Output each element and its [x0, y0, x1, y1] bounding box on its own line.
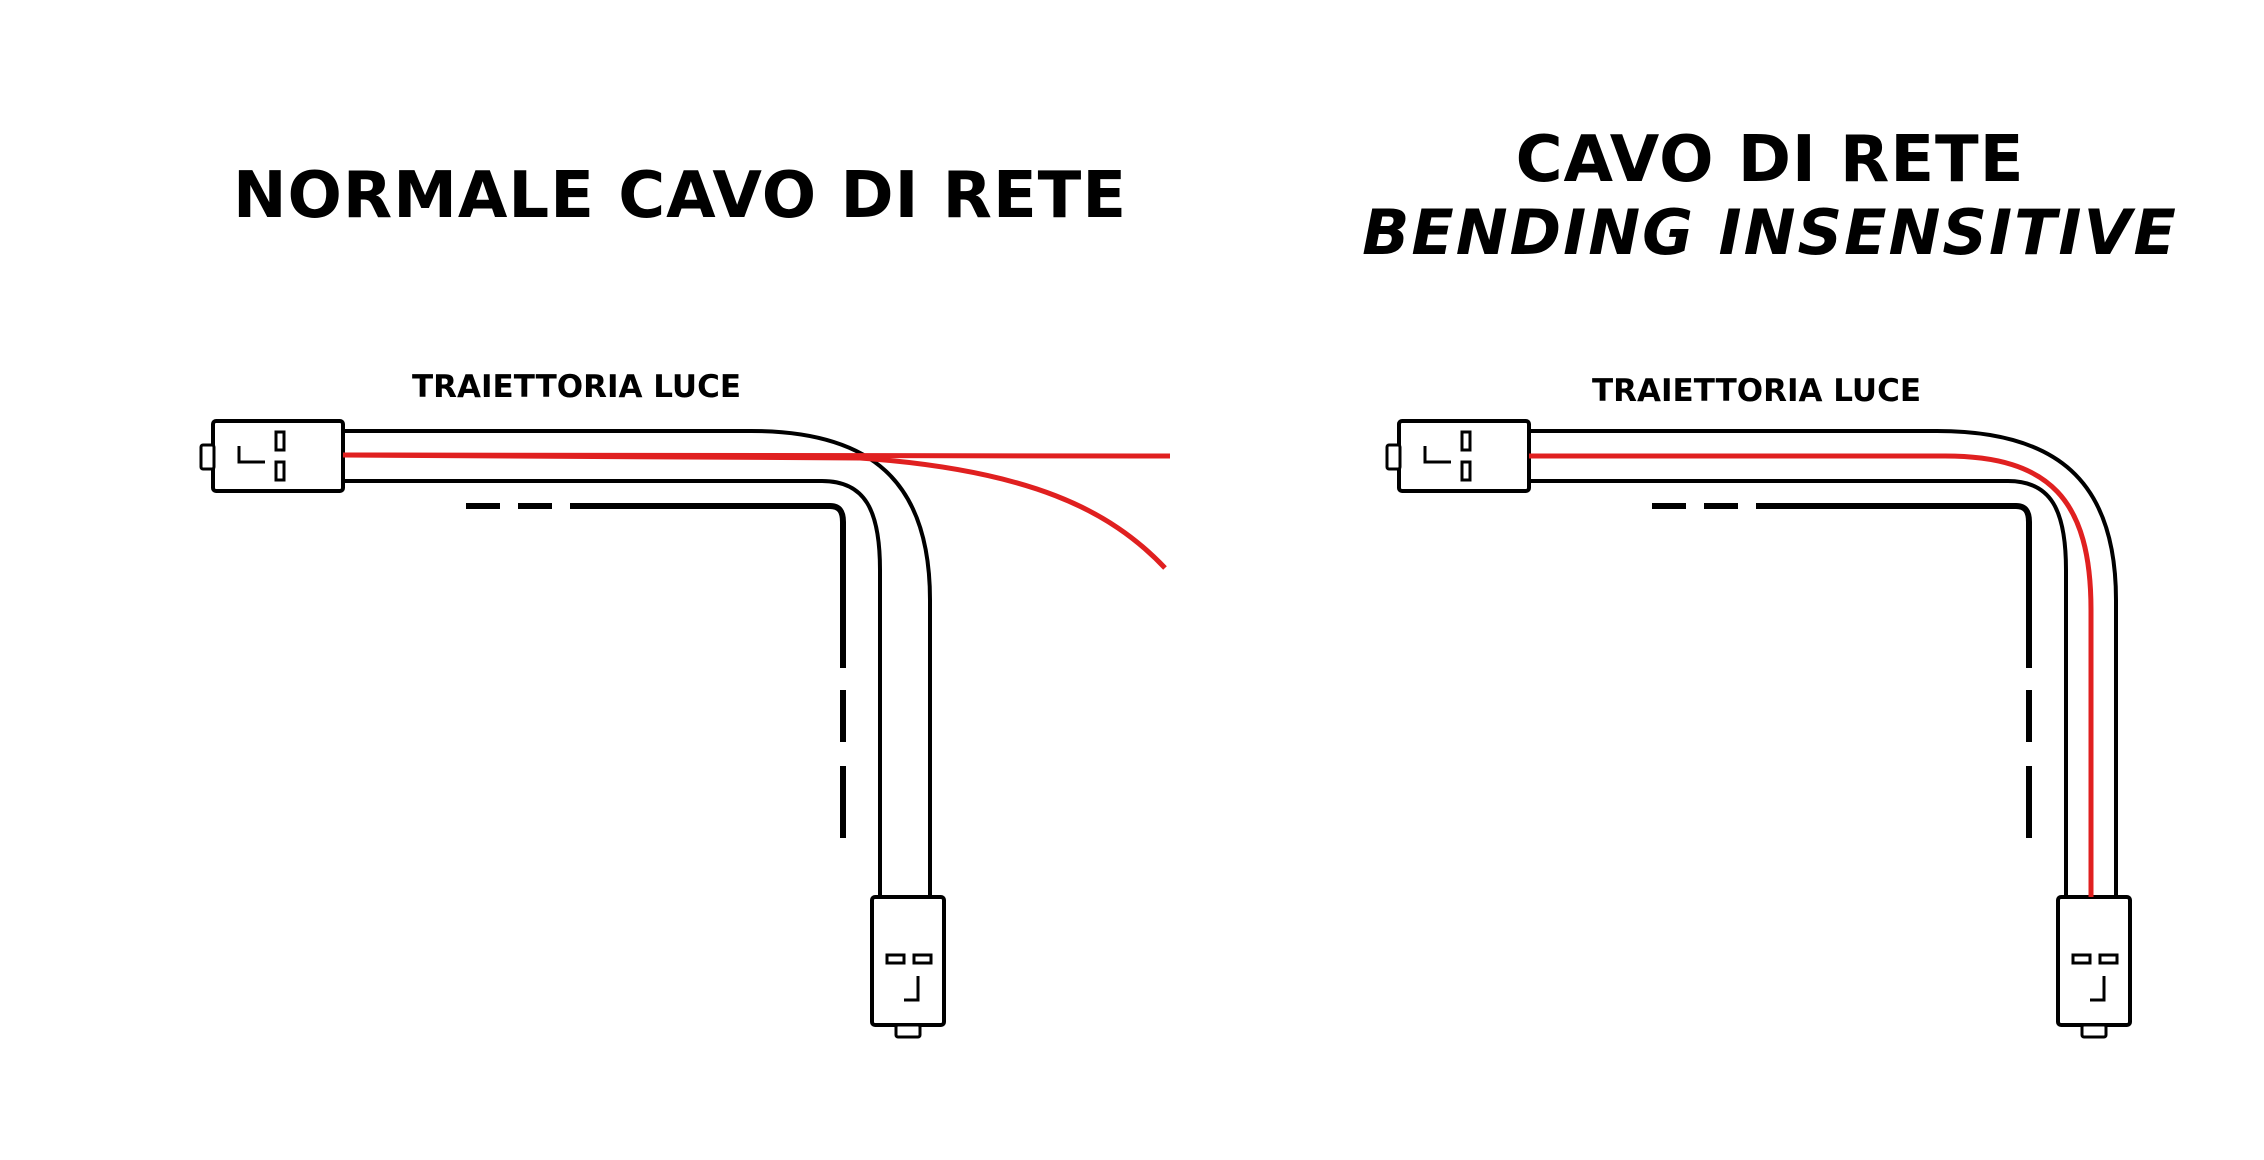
- left-panel-title: NORMALE CAVO DI RETE: [232, 159, 1128, 233]
- left-bottom-connector-tip: [894, 1023, 922, 1039]
- left-connector-pin-bottom: [274, 460, 286, 482]
- left-connector-pin-top: [274, 430, 286, 452]
- right-bottom-connector-pin-left: [2071, 953, 2092, 965]
- right-cable-inner-edge: [1527, 479, 2068, 895]
- right-bottom-connector-pin-right: [2098, 953, 2119, 965]
- right-dashed-guide-horizontal: [1652, 503, 2032, 668]
- left-bottom-connector-pin-right: [912, 953, 933, 965]
- left-light-path-label: TRAIETTORIA LUCE: [412, 369, 742, 405]
- right-connector-pin-bottom: [1460, 460, 1472, 482]
- left-cable-diagram: [199, 419, 946, 1039]
- right-light-path-guided: [1529, 453, 2094, 897]
- right-connector-contact-icon: [1423, 446, 1451, 464]
- right-panel-title-line2: BENDING INSENSITIVE: [1362, 196, 2178, 269]
- right-bottom-connector-contact-icon: [2090, 976, 2106, 1002]
- left-bottom-connector-contact-icon: [904, 976, 920, 1002]
- left-light-path-escaping: [342, 452, 1167, 570]
- right-light-path-label: TRAIETTORIA LUCE: [1592, 373, 1922, 409]
- left-connector-contact-icon: [237, 446, 265, 464]
- left-light-paths: [342, 452, 1171, 570]
- right-connector-tip: [1385, 443, 1402, 471]
- right-bottom-connector-plug: [2056, 895, 2132, 1027]
- left-cable-inner-edge: [341, 479, 882, 895]
- left-connector-tip: [199, 443, 216, 471]
- right-light-paths: [1529, 453, 2094, 897]
- right-panel-title-line1: CAVO DI RETE: [1515, 123, 2025, 197]
- left-bottom-connector-plug: [870, 895, 946, 1027]
- right-cable-outer-edge: [1527, 429, 2118, 895]
- right-connector-pin-top: [1460, 430, 1472, 452]
- right-bottom-connector-tip: [2080, 1023, 2108, 1039]
- left-cable-outer-edge: [341, 429, 932, 895]
- left-bottom-connector-pin-left: [885, 953, 906, 965]
- right-cable-diagram: [1385, 419, 2132, 1039]
- left-dashed-guide-horizontal: [466, 503, 846, 668]
